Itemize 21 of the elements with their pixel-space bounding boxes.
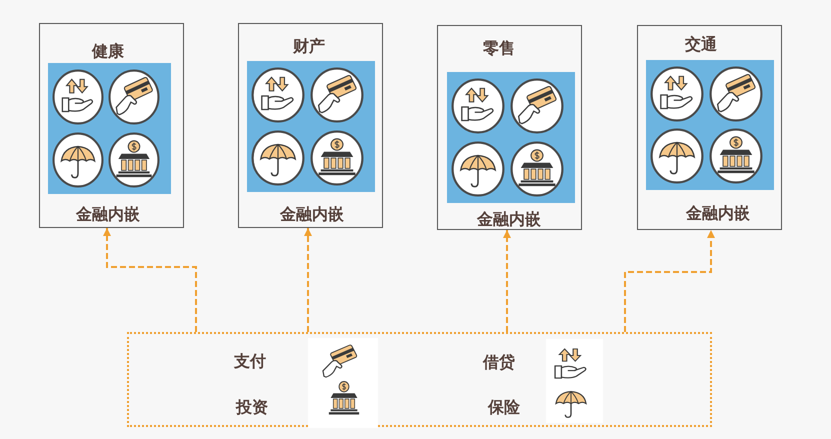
sector-box (238, 23, 383, 228)
sector-box (637, 25, 782, 230)
box-title: 财产 (293, 36, 325, 56)
dashed-arrow (503, 230, 511, 332)
dashed-arrow (103, 228, 197, 332)
service-label: 保险 (488, 397, 520, 417)
service-label: 借贷 (483, 352, 515, 372)
box-title: 零售 (483, 38, 515, 58)
box-caption: 金融内嵌 (477, 209, 541, 229)
sector-box (437, 25, 582, 230)
service-label: 支付 (234, 351, 266, 371)
dashed-arrow (304, 228, 312, 332)
box-caption: 金融内嵌 (280, 204, 344, 224)
box-title: 健康 (92, 41, 124, 61)
box-caption: 金融内嵌 (76, 204, 140, 224)
dashed-arrow (624, 230, 715, 332)
box-caption: 金融内嵌 (686, 203, 750, 223)
sector-box (39, 23, 184, 228)
dotted-frame (127, 332, 712, 427)
box-title: 交通 (685, 34, 717, 54)
service-label: 投资 (236, 397, 268, 417)
